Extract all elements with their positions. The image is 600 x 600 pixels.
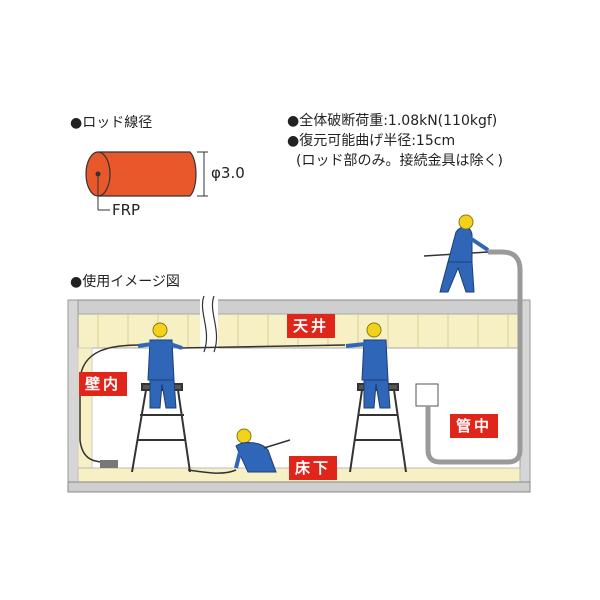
bend-note: (ロッド部のみ。接続金具は除く) bbox=[296, 153, 503, 169]
worker-ladder-left bbox=[137, 322, 183, 409]
worker-roof bbox=[439, 214, 490, 293]
label-ceiling: 天井 bbox=[287, 314, 336, 338]
label-wall: 壁内 bbox=[79, 372, 128, 396]
rod-cross-section bbox=[85, 151, 208, 211]
usage-heading: ●使用イメージ図 bbox=[70, 274, 180, 290]
material-label: FRP bbox=[112, 201, 141, 219]
worker-ladder-right bbox=[345, 322, 391, 409]
rod-diameter-heading: ●ロッド線径 bbox=[70, 115, 153, 131]
breaking-load: ●全体破断荷重:1.08kN(110kgf) bbox=[287, 113, 498, 129]
label-conduit: 管中 bbox=[450, 414, 499, 438]
worker-floor bbox=[234, 428, 291, 473]
bend-radius: ●復元可能曲げ半径:15cm bbox=[287, 133, 456, 149]
diameter-value: φ3.0 bbox=[211, 164, 245, 182]
label-floor: 床下 bbox=[289, 456, 338, 480]
conduit-pipe bbox=[425, 249, 523, 465]
